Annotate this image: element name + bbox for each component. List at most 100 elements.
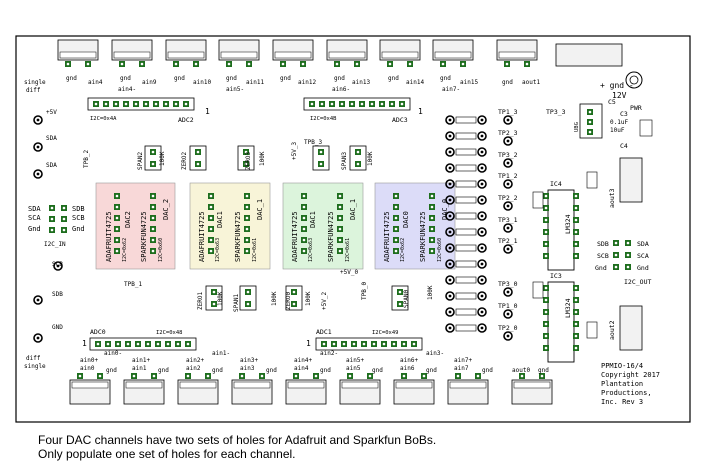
- r100k-e: 100K: [271, 291, 278, 306]
- test-point-center: [448, 326, 452, 330]
- pad-hole: [588, 130, 592, 134]
- pad-hole: [302, 216, 306, 220]
- pad-hole: [382, 342, 386, 346]
- pad-hole: [350, 102, 354, 106]
- resistor-body: [455, 260, 477, 268]
- r100k-b: 100K: [259, 151, 266, 166]
- pad-hole: [456, 374, 460, 378]
- pad-hole: [62, 217, 66, 221]
- pad-hole: [196, 150, 200, 154]
- pad-hole: [441, 62, 445, 66]
- dac0-alt: DAC_0: [441, 199, 449, 220]
- pad-hole: [362, 342, 366, 346]
- pad-hole: [461, 62, 465, 66]
- pad-hole: [574, 206, 578, 210]
- right-test-point-2: [503, 158, 513, 168]
- bot-gnd-8: gnd: [538, 367, 549, 374]
- top-gnd-3: gnd: [226, 75, 237, 82]
- pad-hole: [260, 374, 264, 378]
- test-point-center: [506, 161, 510, 165]
- bot-sub-0: ain0-: [104, 350, 122, 357]
- test-point-center: [480, 278, 484, 282]
- pad-hole: [348, 374, 352, 378]
- i2c-out-sdb: SDB: [597, 240, 609, 248]
- top-labels: gnd ain4 gnd ain9 gnd ain10 gnd ain11 gn…: [66, 75, 540, 93]
- left-test-point-0: [33, 115, 43, 125]
- test-point-center: [506, 118, 510, 122]
- pad-hole: [574, 322, 578, 326]
- i2c-out: I2C_OUT: [624, 278, 651, 286]
- top-gnd-5: gnd: [334, 75, 345, 82]
- i2c-out-sda: SDA: [637, 240, 649, 248]
- top-gnd-6: gnd: [388, 75, 399, 82]
- pad-hole: [372, 342, 376, 346]
- ic3-label: IC3: [550, 272, 562, 280]
- pad-hole: [50, 228, 54, 232]
- bot-row-4: ain4: [294, 365, 309, 372]
- dac2-alt: DAC_2: [162, 199, 170, 220]
- test-point-center: [506, 247, 510, 251]
- tp-0: TP1_3: [498, 108, 518, 116]
- top-sub-1: ain5-: [226, 86, 244, 93]
- adc3-label: ADC3: [392, 116, 408, 124]
- dac3-addrB: I2C=0x61: [345, 238, 351, 262]
- pad-hole: [544, 286, 548, 290]
- tp-2: TP3_2: [498, 151, 518, 159]
- adc0-label: ADC0: [90, 328, 106, 336]
- generated-parts: [33, 39, 653, 405]
- top-gnd-1: gnd: [120, 75, 131, 82]
- resistor-body: [455, 132, 477, 140]
- test-point-center: [480, 150, 484, 154]
- dac3-alt: DAC_1: [349, 199, 357, 220]
- pad-hole: [212, 290, 216, 294]
- bot-row-7: ain7: [454, 365, 469, 372]
- pad-hole: [294, 374, 298, 378]
- dac0-addrA: I2C=0x62: [400, 238, 406, 262]
- pad-hole: [338, 194, 342, 198]
- pad-hole: [209, 205, 213, 209]
- test-point-center: [448, 198, 452, 202]
- test-point-center: [36, 118, 40, 122]
- adc1-label: ADC1: [316, 328, 332, 336]
- pad-hole: [402, 374, 406, 378]
- pad-hole: [94, 102, 98, 106]
- pad-hole: [96, 342, 100, 346]
- connector-latch: [233, 381, 271, 389]
- pad-hole: [66, 62, 70, 66]
- resistor-body: [455, 180, 477, 188]
- pad-hole: [338, 205, 342, 209]
- test-point-center: [480, 198, 484, 202]
- bot-top-1: ain1+: [132, 357, 150, 364]
- pad-hole: [388, 62, 392, 66]
- bottom-labels: ain0+ ain1+ ain2+ ain3+ ain4+ ain5+ ain6…: [80, 350, 549, 374]
- pad-hole: [342, 342, 346, 346]
- pad-hole: [115, 227, 119, 231]
- pad-hole: [292, 302, 296, 306]
- pad-hole: [544, 346, 548, 350]
- pad-hole: [380, 102, 384, 106]
- bot-gnd-3: gnd: [266, 367, 277, 374]
- zero3: ZERO3: [245, 152, 252, 170]
- pad-hole: [174, 62, 178, 66]
- pad-hole: [614, 241, 618, 245]
- trimpot-1: [189, 145, 207, 171]
- ic4-part: LM324: [564, 214, 572, 234]
- test-point-center: [36, 145, 40, 149]
- pad-hole: [574, 194, 578, 198]
- test-point-center: [448, 134, 452, 138]
- left-scb: SCB: [52, 261, 63, 268]
- pad-hole: [244, 162, 248, 166]
- bot-gnd-4: gnd: [320, 367, 331, 374]
- pad-hole: [310, 102, 314, 106]
- tp-9: TP2_0: [498, 324, 518, 332]
- resistor-body: [455, 116, 477, 124]
- pwr-resistor: [639, 119, 653, 137]
- resistor-body: [455, 324, 477, 332]
- connector-latch: [498, 51, 536, 59]
- left-test-point-5: [33, 333, 43, 343]
- pad-hole: [574, 298, 578, 302]
- pad-hole: [319, 162, 323, 166]
- top-gnd-8: gnd: [502, 79, 513, 86]
- pad-hole: [164, 102, 168, 106]
- pad-hole: [245, 227, 249, 231]
